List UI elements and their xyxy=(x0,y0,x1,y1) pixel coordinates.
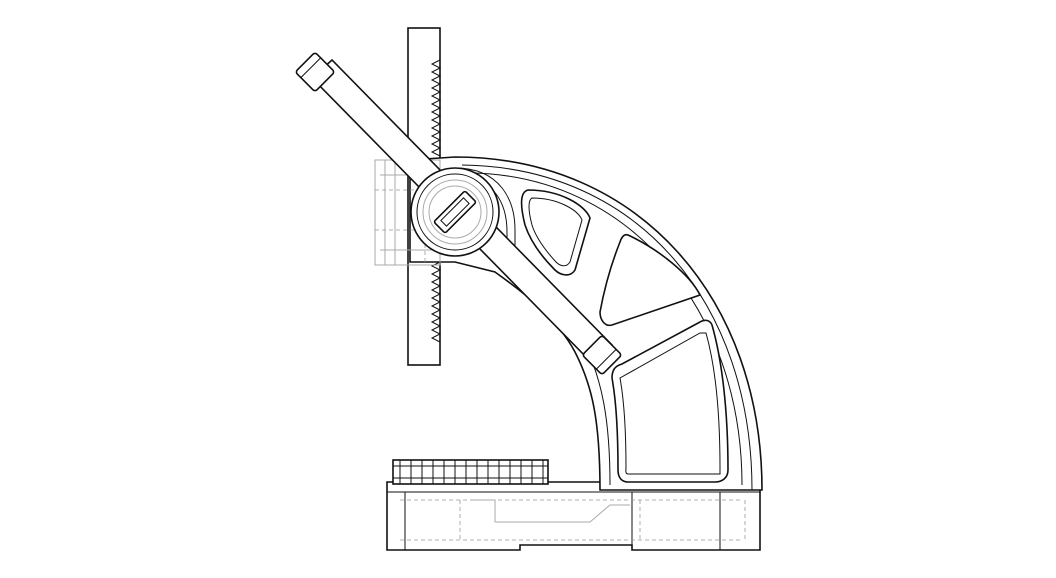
rack-teeth-lower xyxy=(430,261,442,343)
frame-window-3 xyxy=(611,319,729,483)
pinion-hub xyxy=(410,167,500,257)
frame-window-2 xyxy=(599,233,702,327)
frame-window-1 xyxy=(520,189,591,276)
handle-cap-bottom xyxy=(582,335,622,375)
base xyxy=(386,481,761,551)
handle-cap-top xyxy=(295,52,335,92)
rack-teeth-upper xyxy=(430,59,442,157)
base-gear xyxy=(392,459,549,485)
